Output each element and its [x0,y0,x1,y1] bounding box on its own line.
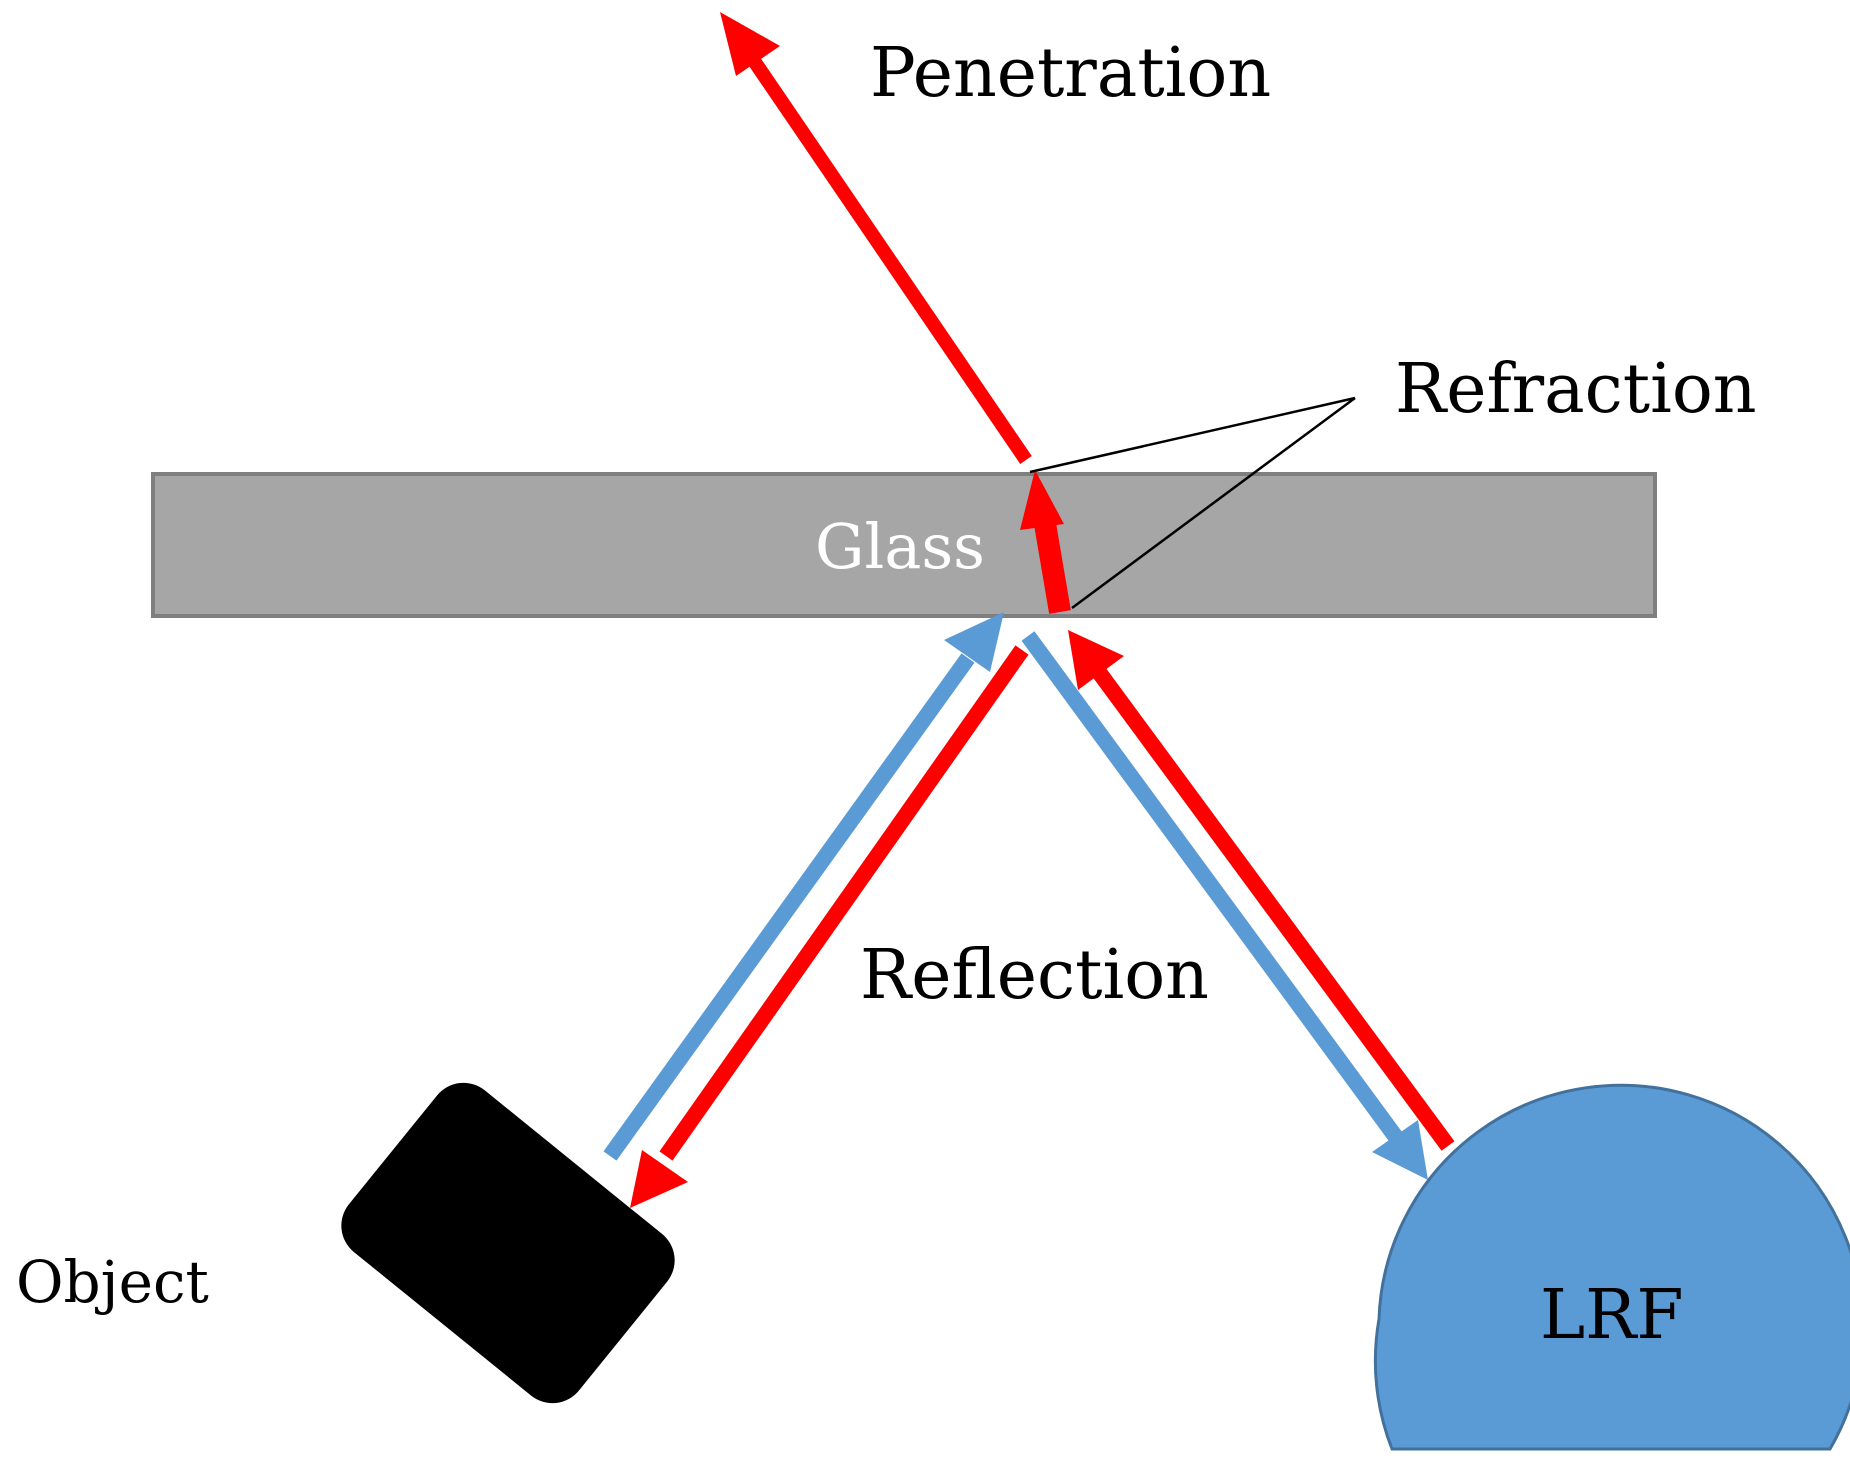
refraction-inside-arrowhead [1020,470,1064,530]
reflected-to-object-arrowhead [630,1150,688,1208]
refraction-pointer-lower [1071,396,1356,610]
object-label: Object [16,1248,209,1316]
reflected-to-object-ray [659,645,1029,1161]
incident-laser-ray [1083,655,1455,1151]
penetration-ray [742,48,1032,464]
lrf-label: LRF [1540,1276,1684,1355]
reflection-label: Reflection [860,936,1209,1015]
penetration-label: Penetration [870,34,1271,113]
object-block-icon [341,1082,675,1404]
lrf-sensor-icon [1373,1083,1850,1451]
reflected-return-ray [1021,631,1405,1145]
refraction-label: Refraction [1395,350,1757,429]
glass-label: Glass [815,510,985,583]
object-return-ray [603,653,975,1161]
object-return-arrowhead [944,612,1004,672]
refraction-ray-inside-glass [1033,516,1071,614]
refraction-pointer-upper [1029,396,1356,474]
reflected-return-arrowhead [1372,1120,1428,1180]
incident-laser-arrowhead [1068,630,1124,690]
penetration-arrowhead [720,12,780,76]
glass-pane [151,472,1657,618]
